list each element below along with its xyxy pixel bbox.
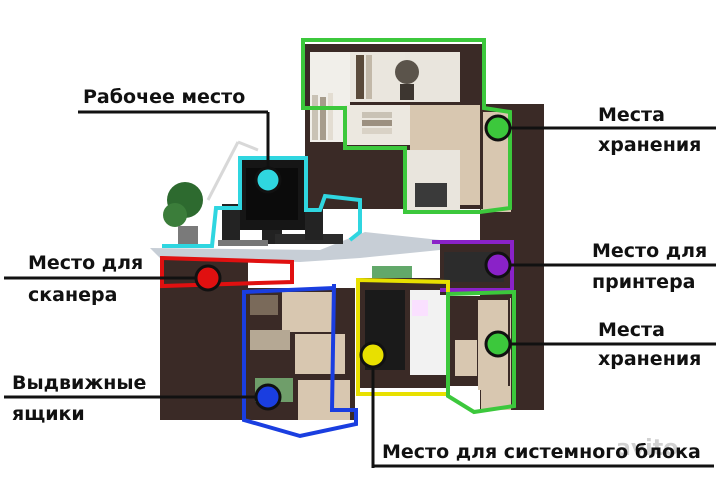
desk-top xyxy=(150,232,440,262)
label-drawers-line1: Выдвижные xyxy=(12,372,147,394)
label-scanner-line1: Место для xyxy=(28,252,144,274)
label-storage-top-line2: хранения xyxy=(598,134,702,156)
marker-workspace xyxy=(254,166,282,194)
marker-storage-top xyxy=(484,114,512,142)
label-system-unit: Место для системного блока xyxy=(382,441,701,463)
watermark: avito xyxy=(616,436,679,461)
marker-system-unit xyxy=(359,341,387,369)
marker-printer xyxy=(484,251,512,279)
storage-bottom-outline xyxy=(446,289,516,415)
label-storage-bottom-line1: Места xyxy=(598,319,665,341)
label-storage-bottom-line2: хранения xyxy=(598,348,702,370)
marker-storage-bottom xyxy=(484,330,512,358)
label-printer-line1: Место для xyxy=(592,240,708,262)
marker-scanner xyxy=(194,264,222,292)
label-workspace: Рабочее место xyxy=(83,86,246,108)
storage-top-outline xyxy=(301,38,512,214)
workspace-outline xyxy=(162,156,362,248)
label-storage-top-line1: Места xyxy=(598,104,665,126)
label-scanner-line2: сканера xyxy=(28,284,118,306)
label-printer-line2: принтера xyxy=(592,271,696,293)
label-drawers-line2: ящики xyxy=(12,403,85,425)
marker-drawers xyxy=(254,383,282,411)
drawers-outline xyxy=(242,283,358,439)
